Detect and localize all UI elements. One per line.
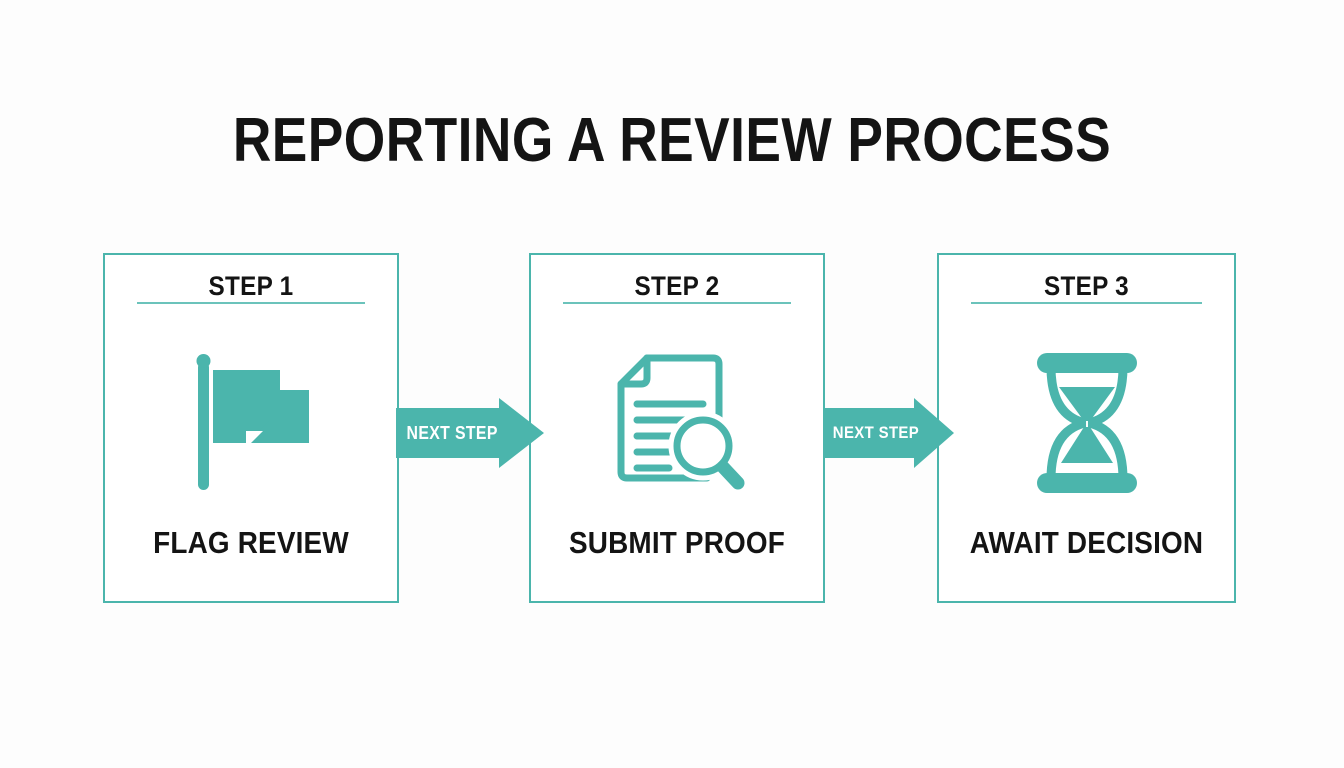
step-2-icon-wrap [531,343,823,503]
step-2-header: STEP 2 [634,271,720,301]
step-1-icon-wrap [105,343,397,503]
step-3-icon-wrap [939,343,1234,503]
step-2-label: SUBMIT PROOF [568,525,786,560]
step-3-header: STEP 3 [1044,271,1129,301]
step-1-header: STEP 1 [208,271,294,301]
step-1-label: FLAG REVIEW [153,525,349,560]
next-step-arrow-1[interactable]: NEXT STEP [396,398,544,468]
step-3-divider [971,302,1202,304]
step-2-divider [563,302,791,304]
flag-icon [196,354,309,490]
next-step-arrow-2[interactable]: NEXT STEP [824,398,954,468]
step-3-label: AWAIT DECISION [969,525,1204,560]
hourglass-icon [1036,353,1137,493]
step-card-1[interactable]: STEP 1 FLAG REVIEW [103,253,399,603]
arrow-right-icon [396,398,544,468]
page-title: REPORTING A REVIEW PROCESS [232,106,1112,175]
document-search-icon [617,354,745,490]
arrow-right-icon [824,398,954,468]
step-1-divider [137,302,365,304]
step-card-2[interactable]: STEP 2 SUBMIT PROOF [529,253,825,603]
step-card-3[interactable]: STEP 3 AWAIT DECISION [937,253,1236,603]
